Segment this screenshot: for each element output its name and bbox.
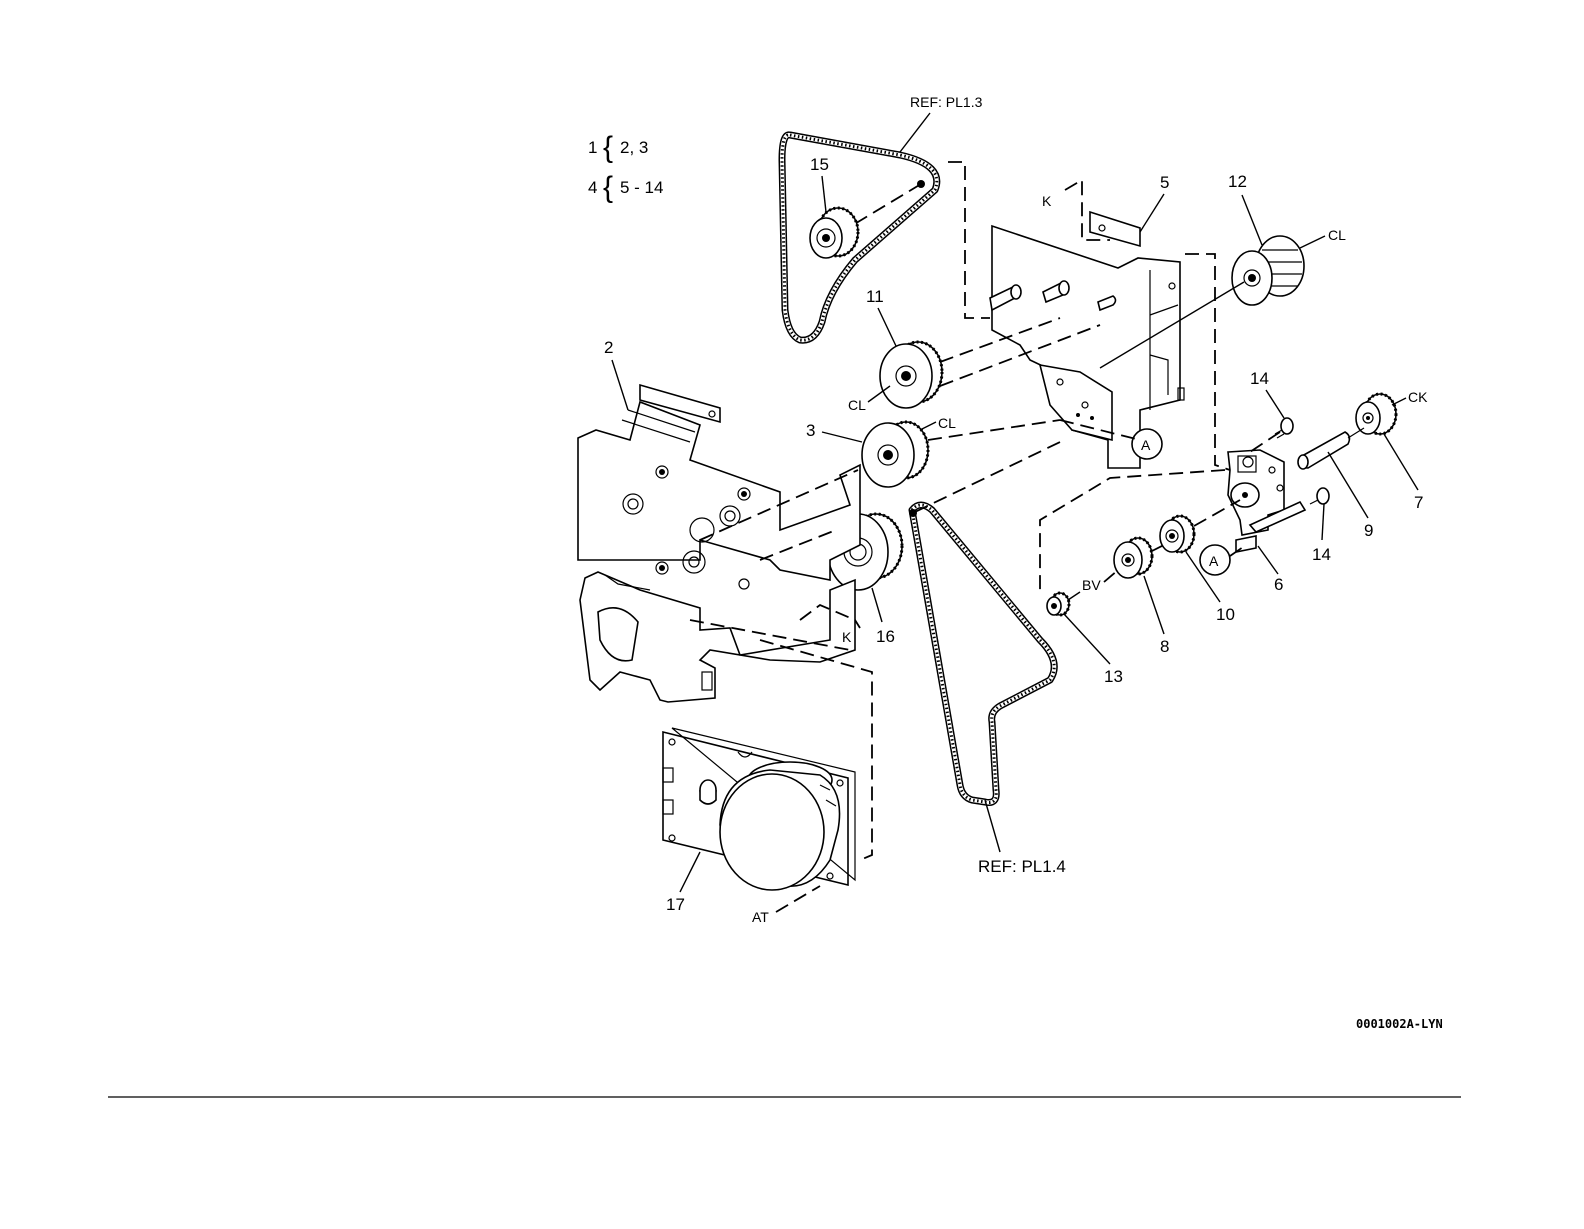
callout-8: 8 xyxy=(1160,637,1169,656)
callout-16: 16 xyxy=(876,627,895,646)
legend-children-2: 5 - 14 xyxy=(620,178,663,197)
callout-9: 9 xyxy=(1364,521,1373,540)
svg-text:A: A xyxy=(1209,553,1219,569)
connector-CL-gear3: CL xyxy=(938,415,956,431)
callout-12: 12 xyxy=(1228,172,1247,191)
svg-text:A: A xyxy=(1141,437,1151,453)
gear-8 xyxy=(1114,538,1152,578)
connector-A-lower: A xyxy=(1200,545,1230,575)
callout-15: 15 xyxy=(810,155,829,174)
callout-17: 17 xyxy=(666,895,685,914)
frame-part-2 xyxy=(578,385,860,702)
legend-children-1: 2, 3 xyxy=(620,138,648,157)
callout-5: 5 xyxy=(1160,173,1169,192)
gear-12 xyxy=(1232,236,1304,305)
ref-bottom-belt-label: REF: PL1.4 xyxy=(978,857,1066,876)
callout-6: 6 xyxy=(1274,575,1283,594)
callout-13: 13 xyxy=(1104,667,1123,686)
gear-10 xyxy=(1160,516,1194,552)
ref-top-belt-label: REF: PL1.3 xyxy=(910,94,983,110)
connector-CK: CK xyxy=(1408,389,1428,405)
connector-K-top: K xyxy=(1042,193,1052,209)
callout-2: 2 xyxy=(604,338,613,357)
connector-BV: BV xyxy=(1082,577,1101,593)
shaft-part-9 xyxy=(1298,428,1364,469)
connector-AT: AT xyxy=(752,909,769,925)
bottom-belt-pl14 xyxy=(909,505,1054,803)
figure-code: 0001002A-LYN xyxy=(1356,1017,1443,1031)
connector-CL-gear12: CL xyxy=(1328,227,1346,243)
connector-A-upper: A xyxy=(1132,429,1162,459)
callout-3: 3 xyxy=(806,421,815,440)
screw-14-upper xyxy=(1275,418,1293,438)
group-legend: 1 { 2, 3 4 { 5 - 14 xyxy=(588,131,663,204)
gear-11 xyxy=(880,342,942,408)
connector-CL-gear11: CL xyxy=(848,397,866,413)
connector-K-lower: K xyxy=(842,629,852,645)
top-belt-pl13 xyxy=(782,135,937,340)
motor-part-17 xyxy=(663,728,855,890)
gear-13 xyxy=(1047,593,1069,615)
legend-parent-1: 1 xyxy=(588,138,597,157)
gear-7 xyxy=(1356,394,1396,434)
callout-14-lower: 14 xyxy=(1312,545,1331,564)
callout-14-upper: 14 xyxy=(1250,369,1269,388)
callout-7: 7 xyxy=(1414,493,1423,512)
callout-11: 11 xyxy=(866,287,884,306)
legend-brace-icon: { xyxy=(603,171,613,204)
legend-brace-icon: { xyxy=(603,131,613,164)
gear-3 xyxy=(862,422,928,487)
screw-14-lower xyxy=(1310,488,1329,504)
frame-part-5 xyxy=(990,212,1184,468)
legend-parent-2: 4 xyxy=(588,178,597,197)
gear-15 xyxy=(810,208,858,258)
callout-10: 10 xyxy=(1216,605,1235,624)
